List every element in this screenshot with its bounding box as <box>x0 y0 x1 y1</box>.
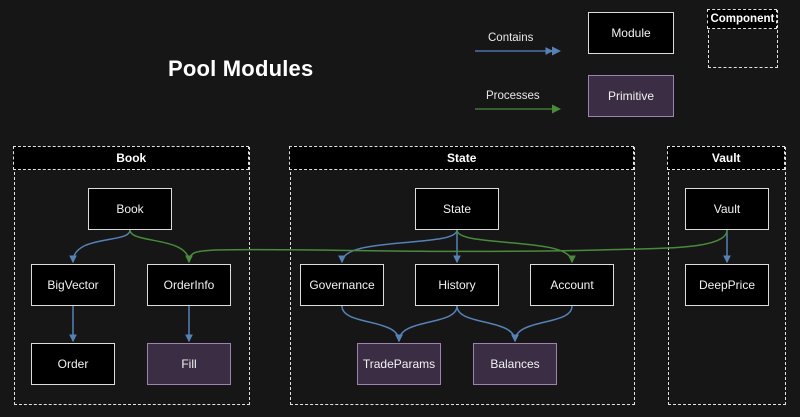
group-state: State <box>289 146 635 405</box>
node-vault[interactable]: Vault <box>685 188 769 230</box>
legend-processes-label: Processes <box>486 90 540 102</box>
node-book[interactable]: Book <box>88 188 172 230</box>
group-state-title: State <box>289 146 635 171</box>
legend-processes-arrow <box>475 104 561 114</box>
node-order[interactable]: Order <box>31 343 115 385</box>
node-account[interactable]: Account <box>530 264 614 306</box>
legend-module-box: Module <box>588 12 674 54</box>
group-book-title: Book <box>13 146 250 171</box>
node-orderinfo[interactable]: OrderInfo <box>147 264 231 306</box>
node-balances[interactable]: Balances <box>473 343 557 385</box>
group-vault: Vault <box>667 146 786 405</box>
node-governance[interactable]: Governance <box>300 264 384 306</box>
node-history[interactable]: History <box>415 264 499 306</box>
legend-contains-label: Contains <box>488 32 534 44</box>
legend-component-label: Component <box>707 9 778 30</box>
legend-component-box: Component <box>707 9 778 68</box>
group-vault-title: Vault <box>667 146 786 171</box>
node-deepprice[interactable]: DeepPrice <box>685 264 769 306</box>
node-state[interactable]: State <box>415 188 499 230</box>
page-title: Pool Modules <box>168 56 314 81</box>
legend-contains-arrow <box>475 46 561 56</box>
legend-primitive-box: Primitive <box>588 75 674 117</box>
node-bigvector[interactable]: BigVector <box>31 264 115 306</box>
group-book: Book <box>13 146 250 405</box>
node-tradeparams[interactable]: TradeParams <box>357 343 441 385</box>
node-fill[interactable]: Fill <box>147 343 231 385</box>
